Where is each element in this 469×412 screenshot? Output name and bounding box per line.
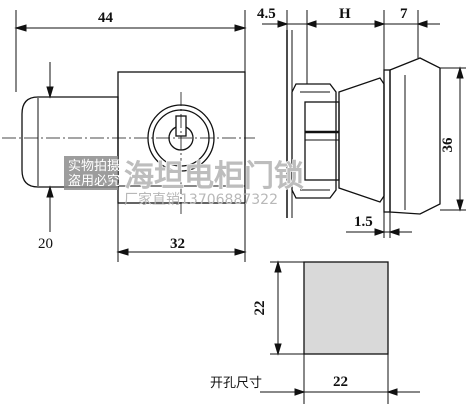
dimension-44-label: 44 xyxy=(98,10,114,26)
dimension-32-label: 32 xyxy=(170,236,185,252)
cutout-caption: 开孔尺寸 xyxy=(210,376,262,391)
lock-body-outline xyxy=(117,71,246,204)
watermark-badge-line2: 盗用必究 xyxy=(68,173,120,189)
dimension-1-5-label: 1.5 xyxy=(354,214,373,230)
watermark: 实物拍摄 盗用必究 海坦电柜门锁 厂家直销13706887322 xyxy=(64,156,305,208)
shaft-outline xyxy=(304,101,340,181)
front-view xyxy=(2,71,255,214)
dimension-32 xyxy=(116,203,247,262)
cam-outline xyxy=(389,57,441,215)
dimension-7-label: 7 xyxy=(400,6,408,22)
dimension-h-label: H xyxy=(339,6,351,22)
nut-outline xyxy=(291,83,337,199)
side-view xyxy=(286,30,441,218)
cutout-width-label: 22 xyxy=(333,374,348,390)
watermark-badge-line1: 实物拍摄 xyxy=(68,159,120,174)
dimension-44 xyxy=(14,10,247,92)
bolt-outline xyxy=(21,96,119,188)
side-dimension-lines xyxy=(262,10,466,238)
dimension-36-label: 36 xyxy=(440,137,456,153)
watermark-company: 海坦电柜门锁 xyxy=(124,159,304,194)
watermark-badge xyxy=(64,156,118,190)
cutout-dimension-lines xyxy=(260,260,420,404)
dimension-20 xyxy=(46,62,54,232)
cutout-height-label: 22 xyxy=(252,301,268,316)
cutout-square xyxy=(303,261,389,355)
dimension-4-5-label: 4.5 xyxy=(257,6,276,22)
flange-outline xyxy=(383,69,391,213)
watermark-contact: 厂家直销13706887322 xyxy=(124,191,278,208)
dimension-20-label: 20 xyxy=(38,236,53,252)
housing-outline xyxy=(338,77,385,203)
